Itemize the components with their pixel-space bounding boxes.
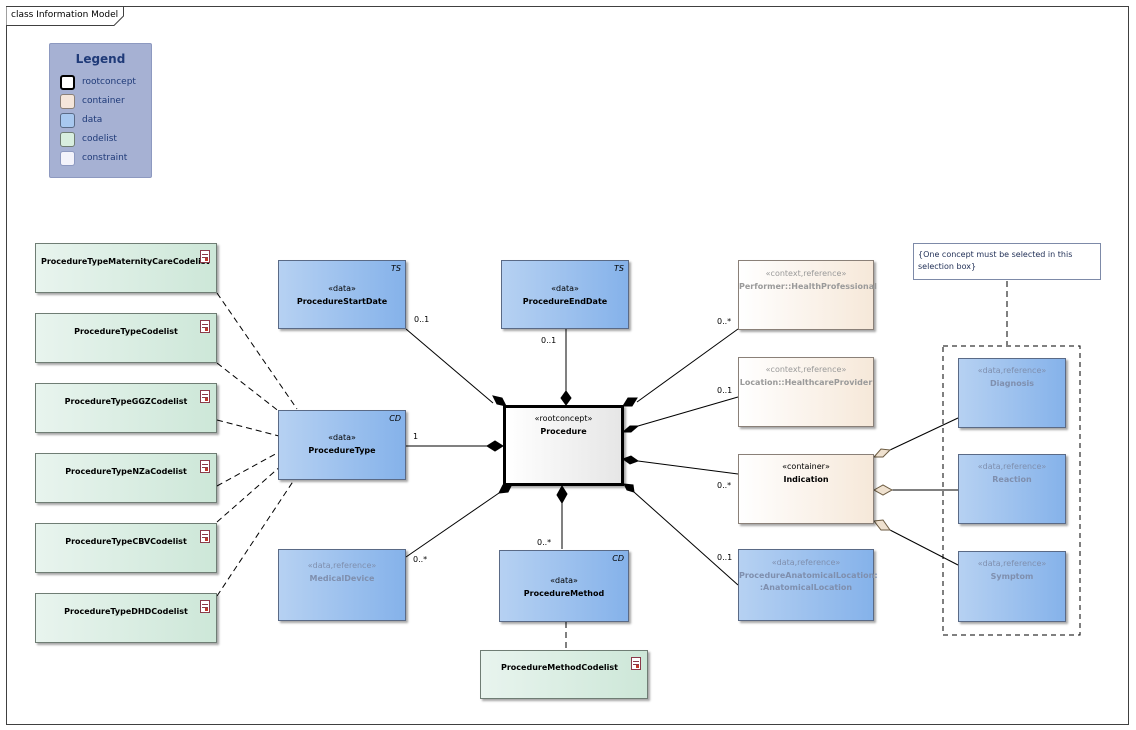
class-name: ProcedureTypeMaternityCareCodelist bbox=[41, 257, 210, 266]
class-name: Symptom bbox=[990, 572, 1034, 581]
class-anatomical-location[interactable]: «data,reference» ProcedureAnatomicalLoca… bbox=[738, 549, 878, 621]
codelist-icon bbox=[200, 250, 210, 263]
class-indication[interactable]: «container» Indication bbox=[738, 454, 874, 524]
diagram-frame bbox=[6, 6, 1129, 725]
codelist-icon bbox=[200, 600, 210, 613]
composition-diamonds bbox=[486, 390, 640, 504]
class-name-line1: ProcedureAnatomicalLocation: bbox=[739, 571, 878, 580]
class-name: ProcedureTypeCodelist bbox=[74, 327, 178, 336]
multiplicity-medical-device: 0..* bbox=[413, 555, 428, 564]
codelist-nza[interactable]: ProcedureTypeNZaCodelist bbox=[35, 453, 217, 503]
datatype-tag: CD bbox=[612, 554, 624, 563]
class-name: Performer::HealthProfessional bbox=[739, 282, 877, 291]
stereotype: «data,reference» bbox=[307, 561, 377, 570]
stereotype: «context,reference» bbox=[765, 365, 847, 374]
frame-title-tab: class Information Model bbox=[6, 6, 124, 26]
class-name: Indication bbox=[783, 475, 829, 484]
class-name: Reaction bbox=[992, 475, 1032, 484]
class-procedure-root[interactable]: «rootconcept» Procedure bbox=[503, 405, 624, 486]
aggregation-diamonds bbox=[872, 448, 894, 531]
codelist-maternity[interactable]: ProcedureTypeMaternityCareCodelist bbox=[35, 243, 217, 293]
codelist-icon bbox=[200, 460, 210, 473]
class-name: ProcedureMethod bbox=[523, 589, 605, 598]
class-name: ProcedureTypeGGZCodelist bbox=[64, 397, 188, 406]
datatype-tag: TS bbox=[614, 264, 624, 273]
codelist-procedure-type[interactable]: ProcedureTypeCodelist bbox=[35, 313, 217, 363]
class-name: ProcedureTypeDHDCodelist bbox=[64, 607, 188, 616]
class-procedure-start-date[interactable]: TS «data» ProcedureStartDate bbox=[278, 260, 406, 329]
legend-label: container bbox=[82, 96, 125, 106]
constraint-note[interactable]: {One concept must be selected in this se… bbox=[913, 243, 1101, 280]
legend-label: rootconcept bbox=[82, 77, 136, 87]
class-procedure-method[interactable]: CD «data» ProcedureMethod bbox=[499, 550, 629, 622]
class-name: Diagnosis bbox=[990, 379, 1034, 388]
legend-swatch-container bbox=[60, 94, 75, 109]
codelist-procedure-method[interactable]: ProcedureMethodCodelist bbox=[480, 650, 648, 699]
codelist-icon bbox=[200, 320, 210, 333]
codelist-icon bbox=[200, 390, 210, 403]
class-name: ProcedureStartDate bbox=[296, 297, 388, 306]
class-name: ProcedureEndDate bbox=[522, 297, 608, 306]
legend-label: codelist bbox=[82, 134, 117, 144]
frame-tab-shape bbox=[6, 6, 124, 26]
stereotype: «data» bbox=[328, 284, 356, 293]
class-name-line2: :AnatomicalLocation bbox=[759, 583, 853, 592]
class-reaction[interactable]: «data,reference» Reaction bbox=[958, 454, 1066, 524]
selection-box bbox=[942, 345, 1081, 636]
codelist-cbv[interactable]: ProcedureTypeCBVCodelist bbox=[35, 523, 217, 573]
multiplicity-procedure-type: 1 bbox=[413, 432, 419, 441]
multiplicity-performer: 0..* bbox=[717, 317, 732, 326]
datatype-tag: TS bbox=[391, 264, 401, 273]
multiplicity-location: 0..1 bbox=[717, 386, 733, 395]
class-name: Location::HealthcareProvider bbox=[739, 378, 873, 387]
legend: Legend rootconcept container data codeli… bbox=[49, 43, 152, 178]
legend-swatch-rootconcept bbox=[60, 75, 75, 90]
class-symptom[interactable]: «data,reference» Symptom bbox=[958, 551, 1066, 622]
stereotype: «data,reference» bbox=[977, 366, 1047, 375]
codelist-ggz[interactable]: ProcedureTypeGGZCodelist bbox=[35, 383, 217, 433]
multiplicity-anatomical: 0..1 bbox=[717, 553, 733, 562]
class-location[interactable]: «context,reference» Location::Healthcare… bbox=[738, 357, 874, 427]
class-name: ProcedureType bbox=[308, 446, 376, 455]
multiplicity-procedure-method: 0..* bbox=[537, 538, 552, 547]
multiplicity-indication: 0..* bbox=[717, 481, 732, 490]
legend-swatch-data bbox=[60, 113, 75, 128]
legend-label: data bbox=[82, 115, 103, 125]
class-procedure-end-date[interactable]: TS «data» ProcedureEndDate bbox=[501, 260, 629, 329]
class-name: ProcedureMethodCodelist bbox=[501, 663, 618, 672]
stereotype: «data,reference» bbox=[977, 559, 1047, 568]
stereotype: «context,reference» bbox=[765, 269, 847, 278]
multiplicity-end-date: 0..1 bbox=[541, 336, 557, 345]
legend-title: Legend bbox=[75, 52, 126, 66]
codelist-icon bbox=[631, 657, 641, 670]
note-text: {One concept must be selected in this se… bbox=[918, 250, 1073, 271]
stereotype: «data,reference» bbox=[977, 462, 1047, 471]
codelist-links bbox=[216, 281, 1008, 651]
stereotype: «rootconcept» bbox=[534, 414, 593, 423]
stereotype: «container» bbox=[782, 462, 830, 471]
class-medical-device[interactable]: «data,reference» MedicalDevice bbox=[278, 549, 406, 621]
datatype-tag: CD bbox=[389, 414, 401, 423]
class-procedure-type[interactable]: CD «data» ProcedureType bbox=[278, 410, 406, 480]
class-name: ProcedureTypeCBVCodelist bbox=[65, 537, 187, 546]
legend-swatch-constraint bbox=[60, 151, 75, 166]
stereotype: «data» bbox=[551, 284, 579, 293]
class-name: Procedure bbox=[540, 427, 587, 436]
legend-label: constraint bbox=[82, 153, 128, 163]
stereotype: «data,reference» bbox=[771, 558, 841, 567]
class-name: MedicalDevice bbox=[309, 574, 375, 583]
codelist-dhd[interactable]: ProcedureTypeDHDCodelist bbox=[35, 593, 217, 643]
multiplicity-start-date: 0..1 bbox=[414, 315, 430, 324]
stereotype: «data» bbox=[550, 576, 578, 585]
class-name: ProcedureTypeNZaCodelist bbox=[65, 467, 187, 476]
legend-swatch-codelist bbox=[60, 132, 75, 147]
codelist-icon bbox=[200, 530, 210, 543]
frame-title: class Information Model bbox=[11, 10, 119, 20]
class-performer[interactable]: «context,reference» Performer::HealthPro… bbox=[738, 260, 877, 330]
stereotype: «data» bbox=[328, 433, 356, 442]
class-diagnosis[interactable]: «data,reference» Diagnosis bbox=[958, 358, 1066, 428]
